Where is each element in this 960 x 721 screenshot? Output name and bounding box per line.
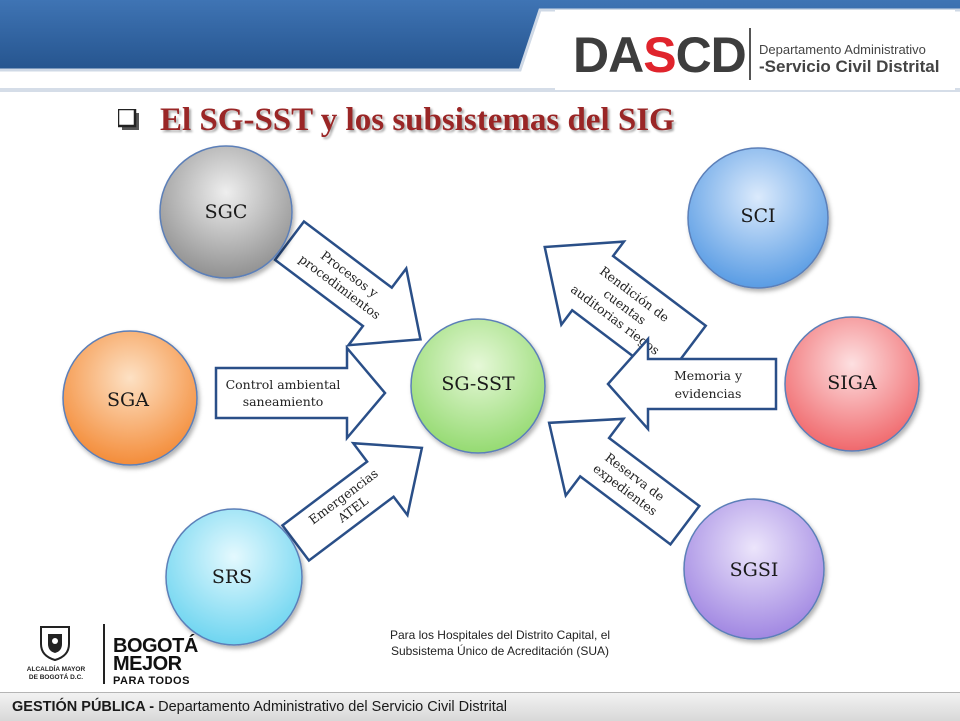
arrow-sga-label-2: saneamiento xyxy=(243,394,324,409)
arrow-sgsi: Reserva de expedientes xyxy=(547,417,702,547)
footer-bold: GESTIÓN PÚBLICA xyxy=(12,699,146,715)
dascd-logo: DASCD Departamento Administrativo -Servi… xyxy=(555,10,955,90)
arrow-sga: Control ambiental saneamiento xyxy=(214,344,387,442)
arrow-siga-label-2: evidencias xyxy=(675,386,742,401)
sua-note: Para los Hospitales del Distrito Capital… xyxy=(350,627,650,659)
arrow-sga-label-1: Control ambiental xyxy=(226,377,341,392)
sig-diagram: Procesos y procedimientos Control ambien… xyxy=(62,145,920,646)
node-srs xyxy=(165,508,303,646)
footer-separator: - xyxy=(145,699,159,715)
alcaldia-line2: DE BOGOTÁ D.C. xyxy=(28,674,84,681)
sua-note-line2: Subsistema Único de Acreditación (SUA) xyxy=(390,644,610,658)
org-name-line2: -Servicio Civil Distrital xyxy=(759,57,940,76)
node-siga-label: SIGA xyxy=(827,372,877,394)
footer-logos: ALCALDÍA MAYOR DE BOGOTÁ D.C. BOGOTÁ MEJ… xyxy=(0,610,230,690)
bogota-coat-of-arms-icon xyxy=(40,626,70,662)
org-name-line1: Departamento Administrativo xyxy=(759,42,926,57)
checkbox-bullet-icon xyxy=(118,109,139,130)
sua-note-line1: Para los Hospitales del Distrito Capital… xyxy=(389,628,611,642)
arrow-siga: Memoria y evidencias xyxy=(606,335,778,433)
node-center-label: SG-SST xyxy=(441,373,515,395)
alcaldia-label: ALCALDÍA MAYOR DE BOGOTÁ D.C. xyxy=(20,666,92,682)
logo-divider xyxy=(749,28,751,80)
footer-text: GESTIÓN PÚBLICA - Departamento Administr… xyxy=(12,699,507,715)
node-sci xyxy=(687,147,829,289)
node-sgc-label: SGC xyxy=(205,201,248,223)
footer-logo-divider xyxy=(103,624,105,684)
bogota-mejor-line1: BOGOTÁ xyxy=(113,635,198,657)
logo-wordmark: DASCD xyxy=(573,27,747,83)
node-srs-label: SRS xyxy=(212,566,252,588)
bogota-mejor-line2: MEJOR xyxy=(113,653,182,675)
node-sgsi-label: SGSI xyxy=(730,559,779,581)
node-sga xyxy=(62,330,198,466)
footer-bar: GESTIÓN PÚBLICA - Departamento Administr… xyxy=(0,692,960,721)
title-text: El SG-SST y los subsistemas del SIG xyxy=(160,101,675,138)
slide-title: El SG-SST y los subsistemas del SIG xyxy=(118,100,675,140)
node-sci-label: SCI xyxy=(740,205,775,227)
arrow-siga-label-1: Memoria y xyxy=(674,368,743,383)
node-sgsi xyxy=(683,498,825,640)
footer-rest: Departamento Administrativo del Servicio… xyxy=(158,699,508,715)
node-sga-label: SGA xyxy=(107,389,149,411)
node-siga xyxy=(784,316,920,452)
bogota-mejor-line3: PARA TODOS xyxy=(113,675,190,687)
alcaldia-line1: ALCALDÍA MAYOR xyxy=(26,666,86,673)
node-center xyxy=(410,318,546,454)
node-sgc xyxy=(159,145,293,279)
